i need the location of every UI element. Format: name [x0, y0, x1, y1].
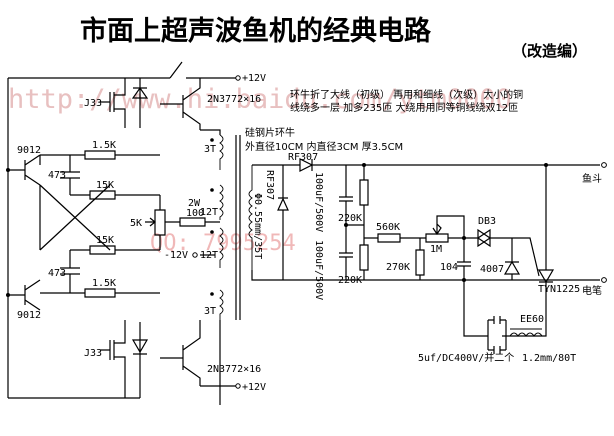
primary-winding-12t-b — [219, 227, 224, 268]
out-bottom-label: 电笔 — [582, 284, 602, 297]
cap-bank-wires — [463, 280, 547, 337]
q-top-label: 2N3772×16 — [207, 94, 261, 105]
cap-bank — [487, 316, 507, 354]
t9012-bottom-label: 9012 — [17, 310, 41, 321]
r1_5k-top-label: 1.5K — [92, 140, 116, 151]
rf307-left — [277, 165, 289, 280]
diagram-title: 市面上超声波鱼机的经典电路 — [80, 15, 432, 47]
c100u-b — [339, 225, 353, 280]
out-top-label: 鱼斗 — [582, 172, 602, 185]
r560k — [364, 233, 420, 243]
t3-bottom-label: 3T — [204, 306, 216, 317]
primary-winding-3t-top — [219, 134, 224, 170]
c473-top-label: 473 — [48, 170, 66, 181]
r15k-top-label: 15K — [96, 180, 114, 191]
mosfet-top — [100, 78, 126, 128]
c473-top — [39, 155, 80, 195]
cap-bank-label: 5uf/DC400V/并二个 — [418, 351, 514, 364]
winding-note-1: 环牛折了大线（初级） 再用和细线（次级）大小的铜 — [290, 88, 523, 101]
db3 — [464, 228, 512, 248]
d4007 — [503, 238, 521, 280]
primary-wire — [200, 129, 221, 405]
r560k-label: 560K — [376, 222, 400, 233]
c473-bottom — [60, 250, 80, 293]
supply-neg-label: -12V — [164, 250, 188, 261]
watermark-qq: QQ: 7995254 — [150, 231, 296, 256]
rf307-top-label: RF307 — [288, 152, 318, 163]
c104 — [457, 238, 471, 280]
core-dims: 外直径10CM 内直径3CM 厚3.5CM — [245, 140, 403, 153]
diagram-subtitle: （改造编） — [512, 42, 587, 60]
j33-bottom-label: J33 — [84, 348, 102, 359]
cross-coupling — [39, 184, 111, 251]
transistor-top — [160, 78, 201, 130]
t12-b-label: 12T — [200, 250, 218, 261]
r1_5k-top — [40, 150, 160, 160]
rf307-top — [299, 158, 600, 172]
r1_5k-bottom-label: 1.5K — [92, 278, 116, 289]
c473-bottom-label: 473 — [48, 268, 66, 279]
scr — [512, 165, 555, 300]
q-bottom-label: 2N3772×16 — [207, 364, 261, 375]
r100-label: 100 — [186, 208, 204, 219]
pot-1m — [420, 215, 465, 243]
t12-a-label: 12T — [200, 207, 218, 218]
c104-label: 104 — [440, 262, 458, 273]
r15k-bottom — [70, 245, 160, 255]
j33-top-label: J33 — [84, 98, 102, 109]
pot-5k-label: 5K — [130, 218, 142, 229]
r15k-bottom-label: 15K — [96, 235, 114, 246]
core-title: 硅钢片环牛 — [245, 126, 295, 139]
r100 — [165, 217, 220, 227]
supply-top-label: +12V — [242, 73, 266, 84]
diode-top — [131, 78, 149, 128]
r220k-a-label: 220K — [338, 213, 362, 224]
scr-label: TYN1225 — [538, 284, 580, 295]
primary-winding-12t-a — [219, 184, 224, 220]
r220k-b — [359, 225, 369, 280]
transistor-9012-top — [8, 154, 41, 186]
pot-5k — [145, 195, 166, 250]
d4007-label: 4007 — [480, 264, 504, 275]
ee60-wire-label: 1.2mm/80T — [522, 353, 576, 364]
r220k-a — [359, 165, 369, 225]
ee60-label: EE60 — [520, 314, 544, 325]
primary-winding-3t-bottom — [219, 289, 224, 320]
winding-note-2: 线绕多一层 加多235匝 大绕用用同等铜线绕双12匝 — [290, 101, 518, 114]
r100-w-label: 2W — [188, 198, 201, 209]
c100u-a-label: 100uF/500V — [313, 172, 324, 232]
ee60-coil — [509, 328, 543, 337]
switch-top — [169, 61, 215, 79]
db3-label: DB3 — [478, 216, 496, 227]
c100u-a — [339, 165, 353, 225]
supply-bottom-label: +12V — [242, 382, 266, 393]
mosfet-bottom — [100, 320, 126, 398]
r1_5k-bottom — [40, 288, 160, 298]
t9012-top-label: 9012 — [17, 145, 41, 156]
c100u-b-label: 100uF/500V — [313, 240, 324, 300]
diode-bottom — [131, 322, 149, 398]
r15k-top — [70, 190, 160, 200]
transistor-9012-bottom — [8, 279, 41, 311]
r270k — [415, 238, 425, 280]
pot-1m-label: 1M — [430, 244, 442, 255]
rf307-left-label: RF307 — [264, 170, 275, 200]
transformer-core — [235, 135, 241, 320]
t3-top-label: 3T — [204, 144, 216, 155]
r220k-b-label: 220K — [338, 275, 362, 286]
secondary-label: Φ0.55mm/35T — [252, 193, 263, 259]
watermark-url: http://www.hi.baidu.com/ytm0000 — [8, 84, 512, 115]
r270k-label: 270K — [386, 262, 410, 273]
transistor-bottom — [160, 320, 201, 386]
secondary-winding — [248, 165, 253, 270]
